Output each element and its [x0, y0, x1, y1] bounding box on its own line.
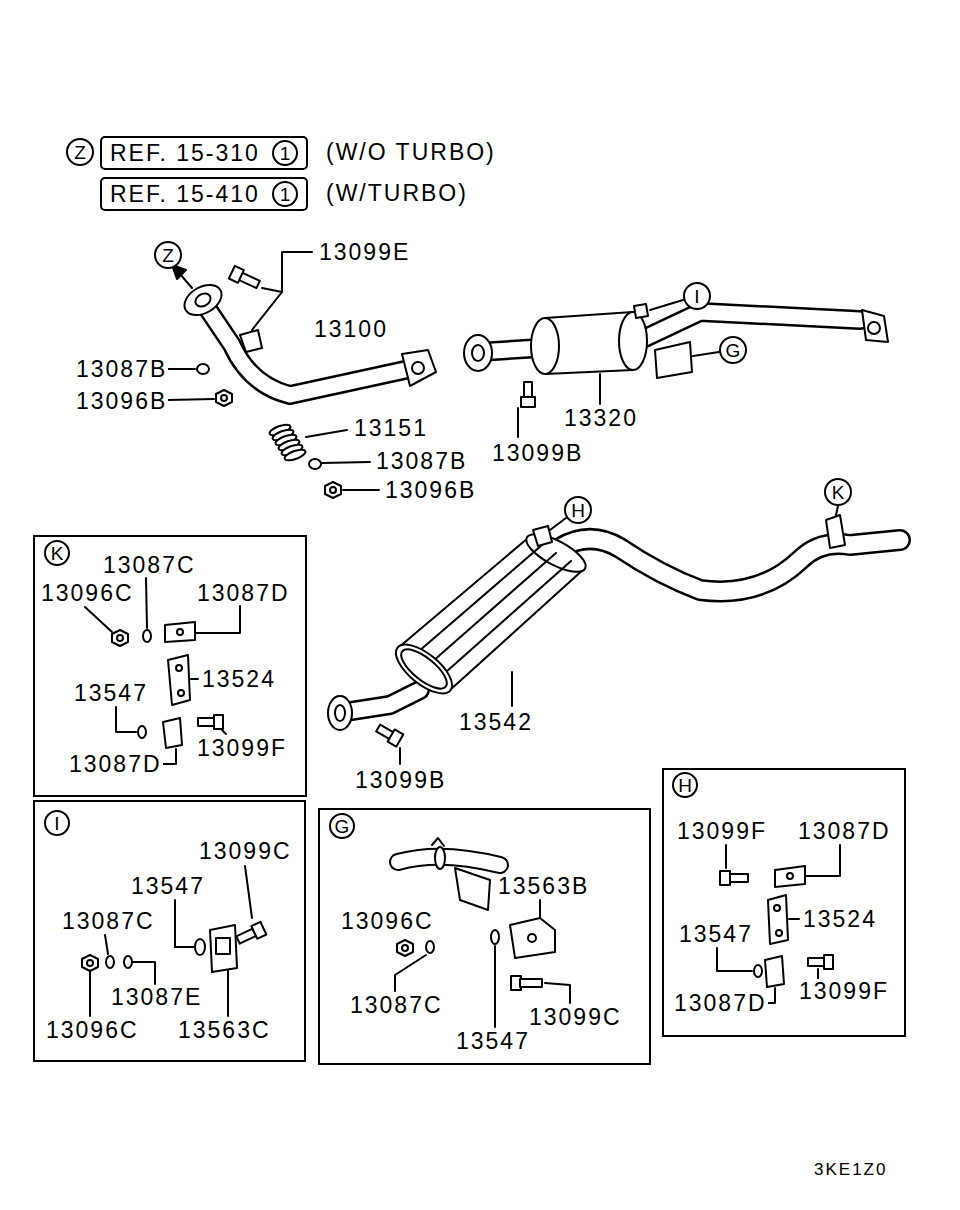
detail-circle: G [719, 336, 747, 364]
part-number: 13547 [678, 922, 754, 946]
part-number: 13151 [353, 416, 429, 440]
part-number: 13099F [676, 819, 768, 843]
part-number: 13087B [75, 357, 168, 381]
part-number: 13099B [354, 768, 447, 792]
part-number: 13099C [528, 1005, 623, 1029]
detail-inset: 13099C 13547 13087C 13087E 13096C 13563C I [33, 800, 306, 1062]
detail-circle: I [683, 282, 711, 310]
part-number: 13099C [198, 839, 293, 863]
detail-inset: 13099F 13087D 13524 13547 13099F 13087D H [662, 768, 906, 1037]
circle-letter: G [335, 817, 350, 836]
part-number: 13087D [196, 581, 291, 605]
part-number: 13087D [797, 819, 892, 843]
circle-letter: Z [162, 246, 174, 265]
part-number: 13087B [375, 449, 468, 473]
part-number: 13087E [110, 985, 203, 1009]
part-number: 13099B [491, 441, 584, 465]
circle-letter: K [51, 544, 64, 563]
detail-circle: H [564, 496, 592, 524]
reference-circle: Z [66, 138, 94, 166]
circle-letter: I [54, 814, 59, 833]
circle-letter: I [694, 287, 699, 306]
part-number: 13096C [40, 581, 135, 605]
reference-box: REF. 15-410 1 [100, 177, 308, 211]
part-number: 13096C [45, 1018, 140, 1042]
circle-letter: 1 [280, 185, 291, 204]
part-number: 13096B [384, 478, 477, 502]
detail-circle: G [329, 813, 355, 839]
part-number: 13542 [458, 710, 534, 734]
part-number: 13096C [340, 909, 435, 933]
part-number: 13087C [102, 553, 197, 577]
part-number: 13096B [75, 389, 168, 413]
note-text: (W/TURBO) [325, 181, 469, 205]
part-number: 13100 [313, 317, 389, 341]
circle-letter: K [832, 483, 845, 502]
circle-letter: Z [74, 143, 86, 162]
part-number: 13563C [177, 1018, 272, 1042]
detail-inset: 13563B 13096C 13087C 13099C13547 G [318, 808, 651, 1065]
reference-text: REF. 15-310 [110, 141, 260, 165]
circle-letter: H [571, 501, 585, 520]
circled-number: 1 [272, 181, 298, 207]
part-number: 13087C [349, 993, 444, 1017]
detail-inset: 13087C 13096C 13087D 13524 13547 13099F 13087D… [33, 535, 307, 797]
detail-circle: K [44, 540, 70, 566]
detail-circle: K [824, 478, 852, 506]
part-number: 13563B [497, 874, 590, 898]
note-text: (W/O TURBO) [325, 140, 497, 164]
part-number: 13547 [455, 1029, 531, 1053]
circle-letter: G [726, 341, 741, 360]
part-number: 13320 [563, 406, 639, 430]
part-number: 13099F [798, 979, 890, 1003]
part-number: 13087D [68, 752, 163, 776]
reference-text: REF. 15-410 [110, 182, 260, 206]
circle-letter: H [678, 776, 692, 795]
reference-box: REF. 15-310 1 [100, 136, 308, 170]
part-number: 13099F [196, 736, 288, 760]
part-number: 13524 [201, 667, 277, 691]
circled-number: 1 [272, 140, 298, 166]
part-number: 13087C [61, 909, 156, 933]
circle-letter: 1 [280, 144, 291, 163]
part-number: 13087D [673, 991, 768, 1015]
diagram-code: 3KE1Z0 [813, 1161, 888, 1179]
part-number: 13099E [318, 240, 411, 264]
reference-circle: Z [154, 241, 182, 269]
part-number: 13547 [73, 681, 149, 705]
detail-circle: H [672, 772, 698, 798]
part-number: 13524 [802, 907, 878, 931]
part-number: 13547 [130, 874, 206, 898]
detail-circle: I [44, 810, 70, 836]
